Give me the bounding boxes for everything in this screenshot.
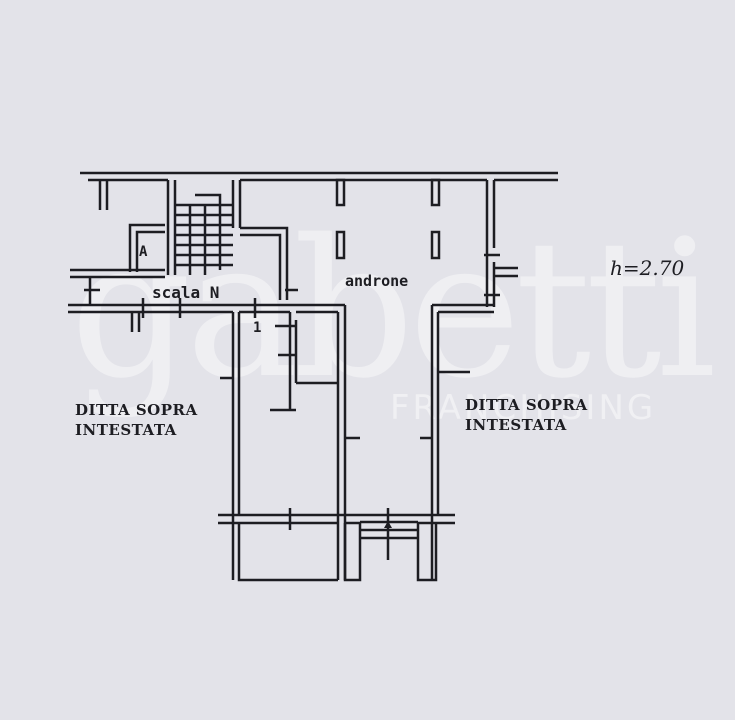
entrance-number-label: 1: [253, 320, 262, 336]
top-wall: [80, 171, 558, 182]
right-wall: [484, 180, 518, 307]
stair-closet: [128, 223, 165, 272]
note-line: INTESTATA: [75, 421, 177, 439]
right-owner-note: DITTA SOPRA INTESTATA: [465, 395, 588, 435]
pillar: [335, 178, 346, 207]
stair-walls: [166, 180, 242, 275]
pillar: [430, 178, 441, 207]
lobby-left-wall: [336, 305, 360, 580]
lobby-label: androne: [345, 272, 409, 290]
entrance-arrow-icon: [384, 521, 392, 528]
left-top-wall: [98, 180, 109, 210]
stair-side-wall: [240, 226, 289, 300]
watermark-subtitle: FRANCHISING: [390, 388, 657, 428]
stair-steps: [176, 193, 233, 275]
left-owner-note: DITTA SOPRA INTESTATA: [75, 400, 198, 440]
stair-label: scala N: [152, 283, 220, 302]
bottom-rooms: [237, 508, 438, 582]
walls: [68, 171, 558, 582]
pillar: [335, 230, 346, 260]
corridor-upper-wall: [70, 268, 165, 305]
lobby-right-wall: [420, 305, 470, 580]
apartment-inner-walls: [270, 312, 338, 412]
ceiling-height-label: h=2.70: [610, 256, 685, 280]
note-line: INTESTATA: [465, 416, 567, 434]
right-corridor-wall: [432, 303, 494, 314]
apartment-left-wall: [220, 312, 241, 580]
note-line: DITTA SOPRA: [75, 401, 198, 419]
note-line: DITTA SOPRA: [465, 396, 588, 414]
bottom-wall: [218, 508, 455, 530]
pillar: [430, 230, 441, 260]
stair-marker-label: A: [139, 244, 148, 260]
door-marks: [141, 298, 257, 318]
corridor-lower-wall: [68, 303, 345, 332]
